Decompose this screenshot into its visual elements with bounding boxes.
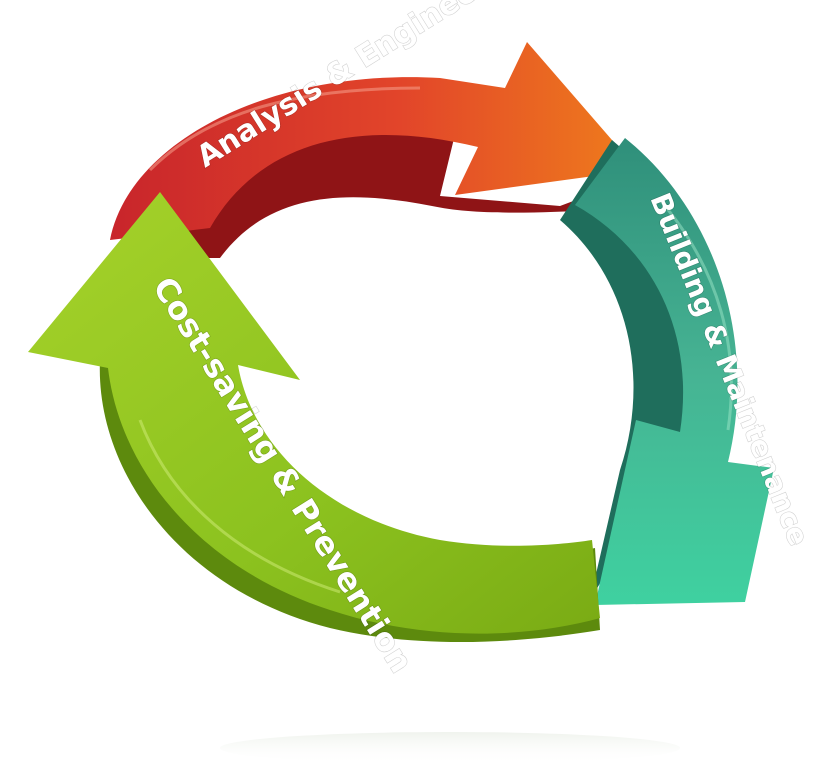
arrow-building-maintenance <box>560 138 774 605</box>
arrow-teal-highlight <box>658 199 733 431</box>
arrow-red-body <box>110 42 638 240</box>
arrow-red-highlight <box>148 86 421 172</box>
reflection <box>220 732 680 764</box>
arrow-teal-body <box>575 138 774 605</box>
arrow-green-highlight <box>138 419 341 594</box>
arrow-analysis-engineering <box>110 42 640 258</box>
arrow-cost-saving-prevention <box>28 192 600 643</box>
arrow-green-body <box>28 192 600 634</box>
